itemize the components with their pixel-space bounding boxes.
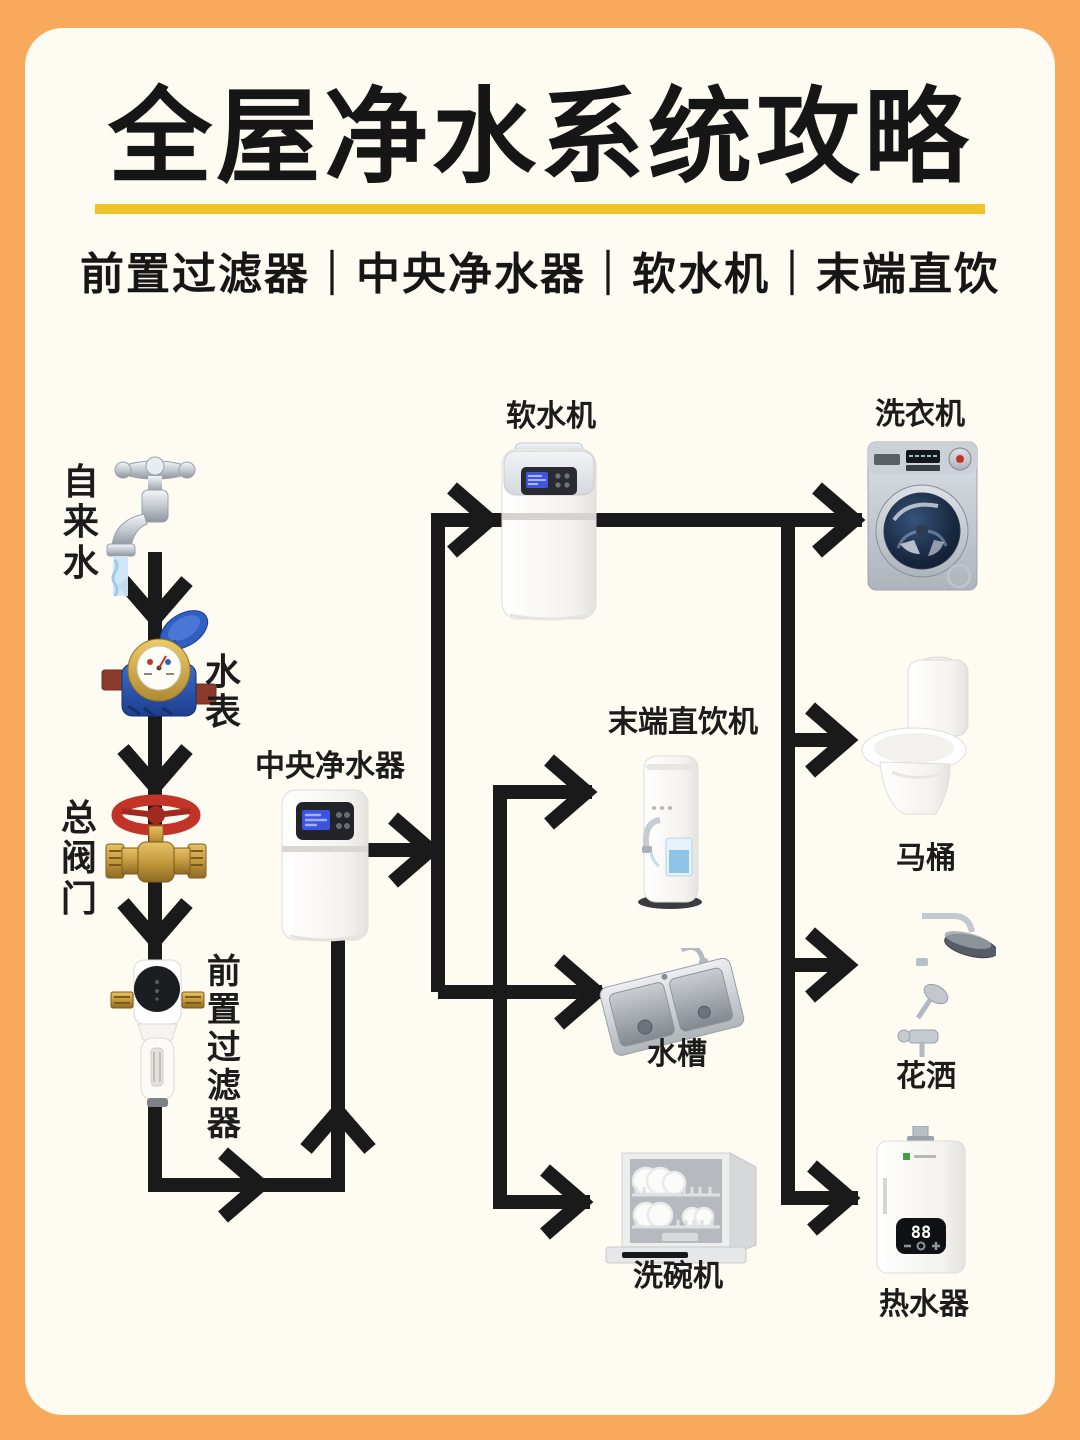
sink-label: 水槽 [647,1038,707,1071]
shower-label: 花洒 [896,1060,956,1093]
main-valve-image [105,794,207,883]
subtitle: 前置过滤器｜中央净水器｜软水机｜末端直饮 [80,250,1000,299]
faucet-image [106,456,196,597]
dishwasher-image [605,1152,757,1264]
sink-image [599,948,745,1056]
water-heater-image: 88 [876,1126,966,1274]
page-title: 全屋净水系统攻略 [107,80,972,196]
pre-filter-label: 前置过滤器 [206,953,241,1144]
washing-machine-label: 洗衣机 [875,398,965,431]
toilet-image [861,656,969,815]
water-meter-label: 水表 [204,651,241,733]
shower-image [897,913,996,1057]
water-meter-image [101,610,217,718]
toilet-label: 马桶 [896,842,956,875]
heater-display-value: 88 [911,1223,931,1243]
arrowheads [117,482,866,1240]
title-underline [95,204,985,214]
washing-machine-image [867,441,978,591]
softener-label: 软水机 [506,400,596,433]
drinking-machine-image [638,755,702,909]
central-purifier-image [281,789,369,942]
pre-filter-image [110,959,205,1107]
central-purifier-label: 中央净水器 [255,750,405,783]
softener-image [501,442,597,621]
dishwasher-label: 洗碗机 [633,1260,723,1293]
drinking-machine-label: 末端直饮机 [608,706,758,739]
water-heater-label: 热水器 [879,1288,969,1321]
tap-water-label: 自来水 [62,461,99,583]
main-valve-label: 总阀门 [60,797,97,919]
